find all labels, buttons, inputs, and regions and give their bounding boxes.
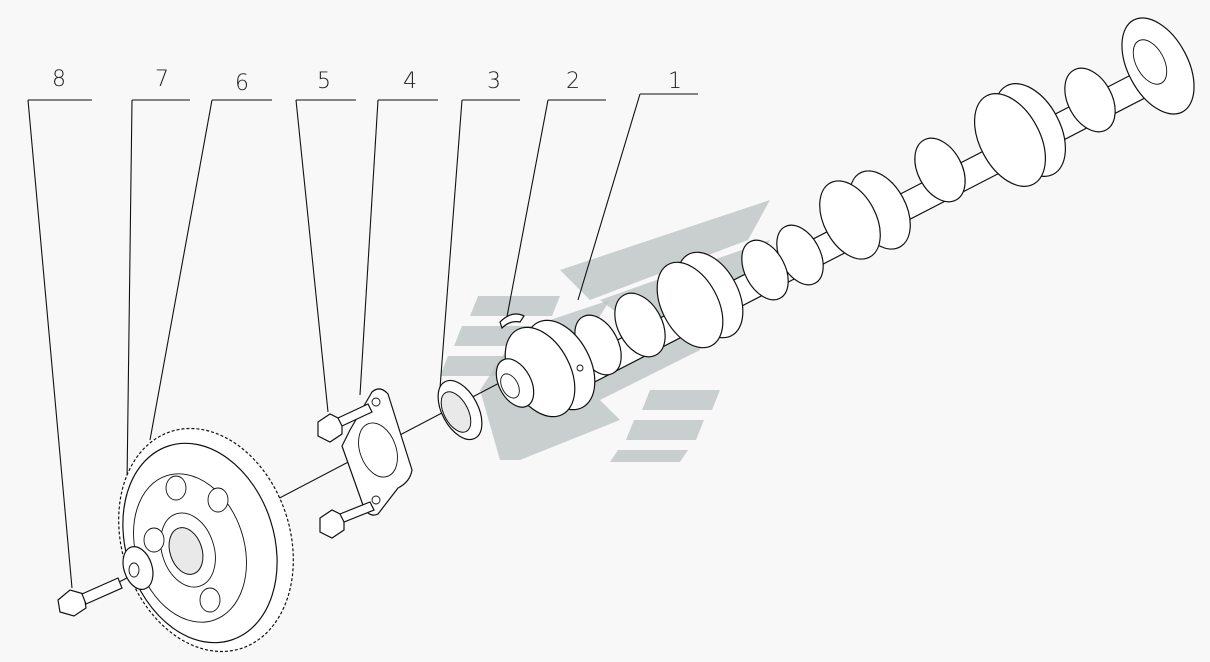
callout-label-2: 2 bbox=[566, 69, 580, 94]
callout-label-4: 4 bbox=[403, 69, 417, 94]
callout-5: 5 bbox=[295, 69, 356, 413]
callout-1: 1 bbox=[577, 69, 698, 301]
callout-label-8: 8 bbox=[52, 67, 66, 92]
thrust-ring-icon bbox=[437, 379, 483, 441]
callout-label-3: 3 bbox=[487, 69, 501, 94]
washer-icon bbox=[122, 546, 154, 590]
callout-label-7: 7 bbox=[155, 67, 169, 92]
callouts: 8 7 6 5 4 3 2 bbox=[27, 67, 698, 589]
callout-label-5: 5 bbox=[317, 69, 331, 94]
gear-bolt-icon bbox=[57, 577, 123, 617]
bolt-icon bbox=[317, 403, 373, 443]
callout-4: 4 bbox=[359, 69, 438, 396]
callout-label-1: 1 bbox=[668, 69, 682, 94]
woodruff-key-icon bbox=[499, 313, 525, 330]
callout-3: 3 bbox=[439, 69, 520, 389]
bolt-icon-lower bbox=[319, 501, 375, 539]
callout-8: 8 bbox=[27, 67, 92, 589]
callout-6: 6 bbox=[149, 71, 272, 441]
camshaft-icon bbox=[495, 17, 1195, 418]
callout-label-6: 6 bbox=[235, 71, 249, 96]
cam-gear-icon bbox=[118, 427, 294, 653]
callout-2: 2 bbox=[505, 69, 606, 323]
thrust-plate-icon bbox=[341, 388, 413, 516]
